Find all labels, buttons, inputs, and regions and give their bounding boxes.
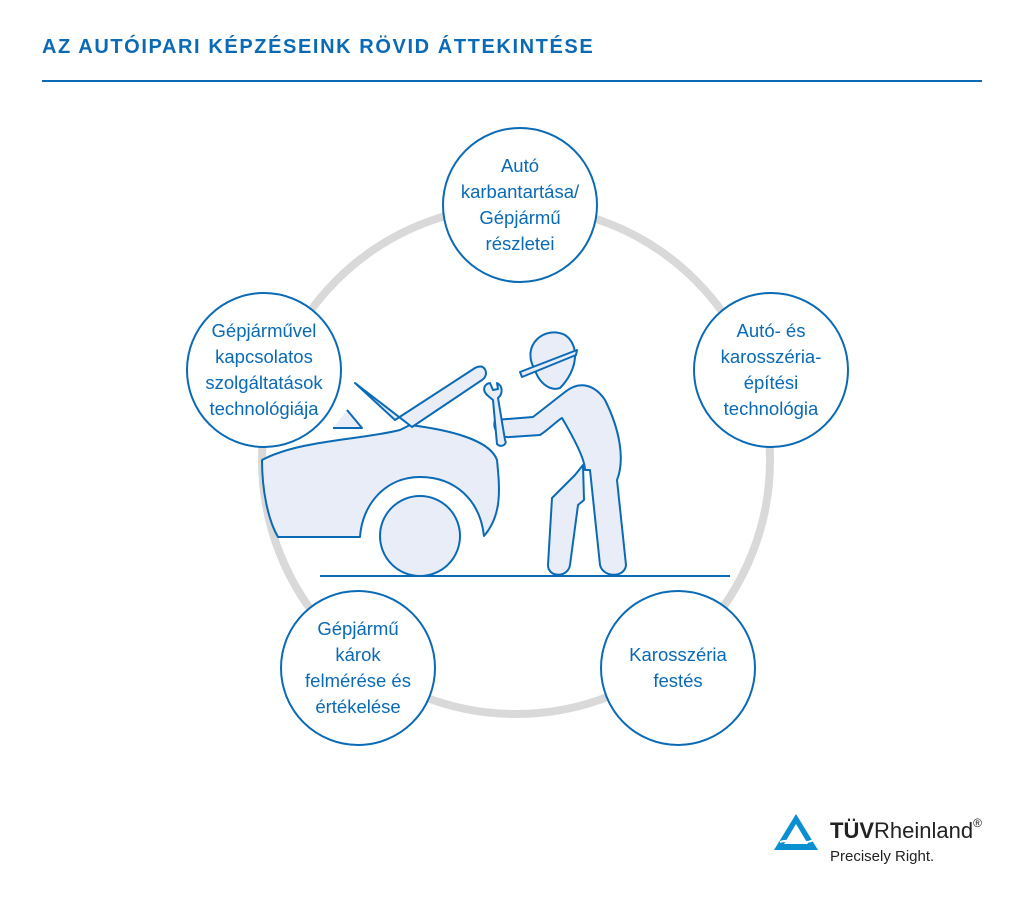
node-label: Autó karbantartása/ Gépjármű részletei (460, 155, 580, 254)
mechanic-car-illustration (261, 331, 627, 577)
node-body-construction: Autó- és karosszéria- építési technológi… (693, 292, 849, 448)
registered-mark: ® (973, 816, 982, 830)
title-divider (42, 80, 982, 82)
brand-bold: TÜV (830, 818, 874, 843)
node-damage-assessment: Gépjármű károk felmérése és értékelése (280, 590, 436, 746)
node-label: Gépjárművel kapcsolatos szolgáltatások t… (205, 320, 323, 419)
brand-name: TÜVRheinland® (830, 816, 982, 844)
node-label: Karosszéria festés (629, 644, 727, 691)
node-label: Gépjármű károk felmérése és értékelése (305, 618, 411, 717)
node-vehicle-services: Gépjárművel kapcsolatos szolgáltatások t… (186, 292, 342, 448)
brand-rest: Rheinland (874, 818, 974, 843)
brand-tagline: Precisely Right. (830, 848, 935, 865)
node-label: Autó- és karosszéria- építési technológi… (720, 320, 822, 419)
page-title: AZ AUTÓIPARI KÉPZÉSEINK RÖVID ÁTTEKINTÉS… (42, 36, 595, 58)
node-car-maintenance: Autó karbantartása/ Gépjármű részletei (442, 127, 598, 283)
tuv-logo-icon (774, 814, 818, 850)
node-body-painting: Karosszéria festés (600, 590, 756, 746)
